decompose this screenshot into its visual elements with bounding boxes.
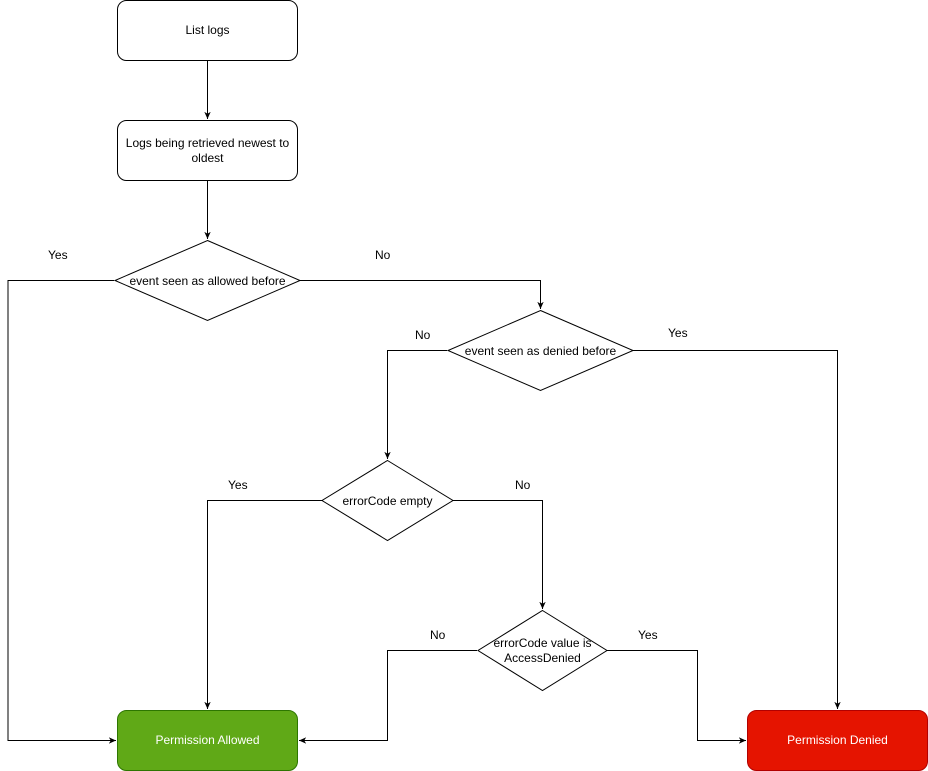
logs-retrieved-label: Logs being retrieved newest to oldest: [125, 135, 290, 165]
edge-label-access-no: No: [430, 628, 446, 642]
edge-label-access-yes: Yes: [638, 628, 658, 642]
edge-label-empty-no: No: [515, 478, 531, 492]
seen-allowed-label: event seen as allowed before: [129, 273, 286, 288]
edge-seen-denied-no: [384, 350, 447, 459]
edge-seen-allowed-yes: [7, 280, 116, 744]
permission-allowed-label: Permission Allowed: [155, 733, 260, 747]
edge-label-allowed-yes: Yes: [48, 248, 68, 262]
edge-label-denied-yes: Yes: [668, 326, 688, 340]
edge-label-allowed-no: No: [375, 248, 391, 262]
edge-label-denied-no: No: [415, 328, 431, 342]
edge-seen-denied-yes: [633, 350, 841, 709]
edge-error-empty-yes: [204, 500, 322, 709]
node-seen-allowed-diamond: [113, 239, 302, 322]
seen-denied-label: event seen as denied before: [464, 343, 617, 358]
edge-access-denied-no: [299, 650, 477, 744]
node-access-denied-diamond: [477, 609, 608, 692]
error-empty-label: errorCode empty: [342, 493, 433, 508]
access-denied-label: errorCode value is AccessDenied: [493, 636, 592, 665]
node-logs-retrieved: [117, 120, 298, 181]
edge-label-empty-yes: Yes: [228, 478, 248, 492]
node-seen-denied-diamond: [446, 309, 635, 392]
node-list-logs: [117, 0, 298, 61]
node-error-empty-diamond: [321, 459, 454, 542]
edge-error-empty-no: [453, 500, 546, 609]
permission-denied-label: Permission Denied: [787, 733, 888, 747]
edge-access-denied-yes: [607, 650, 746, 744]
edge-seen-allowed-no: [300, 280, 544, 309]
list-logs-label: List logs: [185, 23, 230, 37]
